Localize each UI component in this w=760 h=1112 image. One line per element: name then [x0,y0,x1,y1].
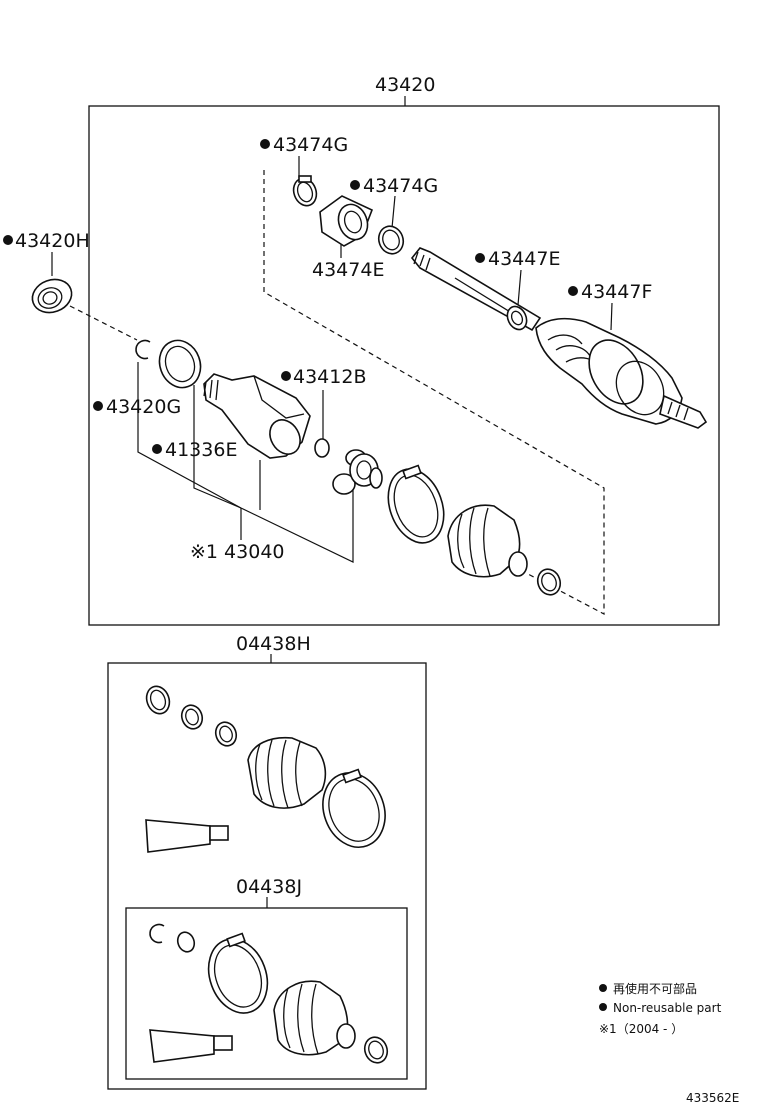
legend-footnote: ※1（2004 - ） [599,1022,683,1036]
drive-shaft [410,247,542,332]
clamp-43474g-mid [377,225,405,255]
kit-small-clamp-3 [214,721,238,747]
label-43474g-mid: 43474G [363,175,438,197]
label-43412b: 43412B [293,366,366,388]
inner-joint-housing [203,373,311,459]
label-43474e: 43474E [312,259,384,281]
subkit-circlip [149,923,165,944]
kit-grease-tube [145,819,229,853]
label-43474g-top: 43474G [273,134,348,156]
label-43420g: 43420G [106,396,181,418]
subkit-grease-tube [149,1029,233,1063]
subkit-small-clamp [363,1036,389,1064]
label-43447e: 43447E [488,248,560,270]
kit-frame [107,662,427,1090]
small-clamp-end [536,568,562,596]
label-43040: ※1 43040 [190,541,285,563]
figure-code: 433562E [686,1091,739,1105]
large-clamp-band [387,464,445,544]
kit-boot [247,736,327,809]
snap-ring-43412b [314,438,330,458]
kit-large-clamp [322,768,386,848]
legend-non-reusable-en: Non-reusable part [613,1001,722,1015]
subkit-label: 04438J [236,876,302,898]
kit-small-clamp-2 [180,704,204,730]
subkit-boot [273,980,356,1056]
bearing-43420h [31,278,73,314]
kit-small-clamp-1 [145,685,171,715]
kit-label: 04438H [236,633,311,655]
outer-joint-boot-43447f [535,317,708,429]
tripod-spider [332,449,383,495]
main-assembly-frame [88,105,720,626]
label-43447f: 43447F [581,281,652,303]
inner-joint-boot [447,504,528,578]
boot-43474e [319,195,374,247]
subkit-seal-ring [176,931,196,953]
label-43420h: 43420H [15,230,90,252]
circlip-43420g [135,339,151,360]
clamp-43474g-top [292,175,318,207]
outer-joint-guide [263,170,605,615]
subkit-large-clamp [207,932,269,1014]
label-41336e: 41336E [165,439,237,461]
main-assembly-label: 43420 [375,74,435,96]
legend-non-reusable-jp: 再使用不可部品 [613,981,697,996]
seal-41336e [158,339,202,389]
snap-ring-43447e [506,305,528,331]
